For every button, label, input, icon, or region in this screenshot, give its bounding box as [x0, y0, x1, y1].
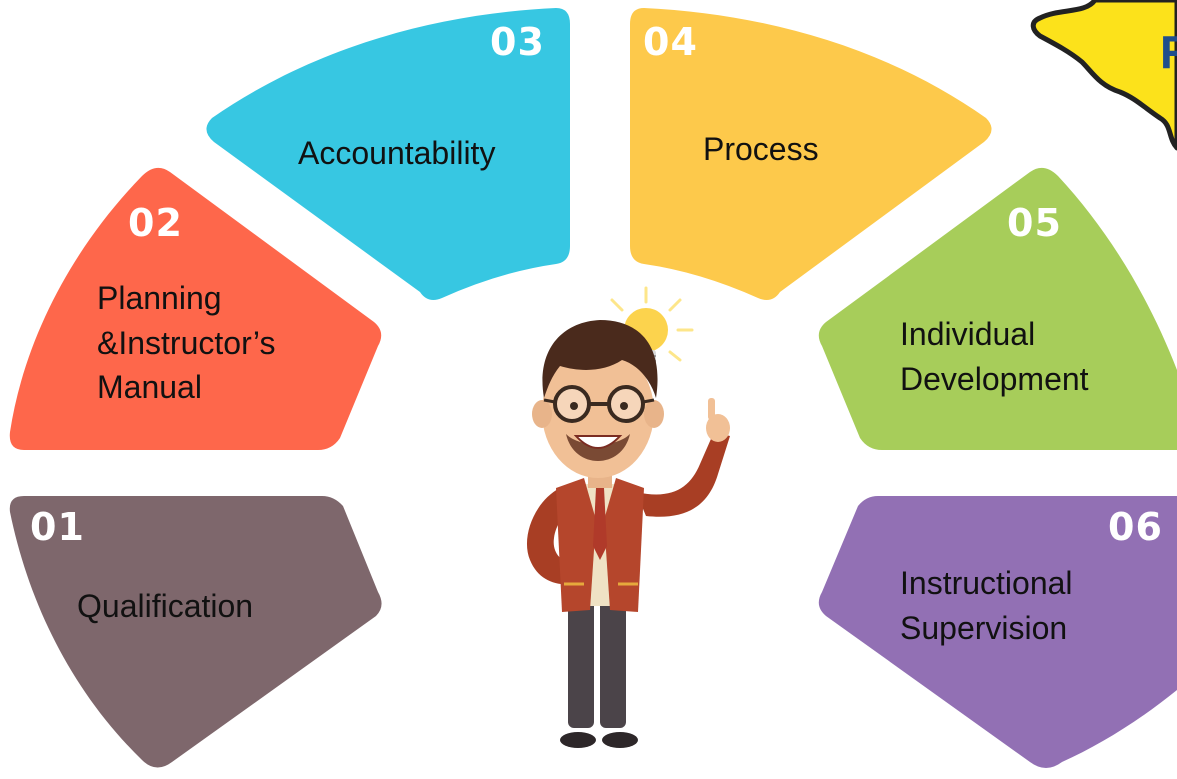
segment-06-shape: [818, 496, 1177, 768]
segment-05-label-line: Individual: [900, 316, 1035, 352]
segment-06-number: 06: [1108, 505, 1163, 549]
segment-06-label-line: Supervision: [900, 610, 1067, 646]
segment-02-number: 02: [128, 201, 183, 245]
segment-03-shape: [206, 8, 570, 300]
teacher-with-lightbulb-icon: [526, 286, 730, 748]
segment-04-shape: [630, 8, 992, 300]
segment-03-label-line: Accountability: [298, 135, 495, 171]
segment-06-label: Instructional Supervision: [900, 565, 1081, 646]
segment-02-label-line: Planning: [97, 280, 222, 316]
segment-02-label-line: Manual: [97, 369, 202, 405]
segment-03-number: 03: [490, 20, 545, 64]
segment-05-label-line: Development: [900, 361, 1089, 397]
segment-06-label-line: Instructional: [900, 565, 1073, 601]
segment-04: 04 Process: [630, 8, 992, 300]
segment-01: 01 Qualification: [9, 496, 382, 768]
segment-05-number: 05: [1007, 201, 1062, 245]
segment-05: 05 Individual Development: [818, 167, 1177, 451]
segment-04-label: Process: [703, 131, 819, 167]
segment-06: 06 Instructional Supervision: [818, 496, 1177, 768]
segment-04-number: 04: [643, 20, 698, 64]
segment-03: 03 Accountability: [206, 8, 570, 300]
segment-03-label: Accountability: [298, 135, 495, 171]
segment-05-label: Individual Development: [900, 316, 1089, 397]
segment-01-label: Qualification: [77, 588, 253, 624]
segment-05-shape: [818, 167, 1177, 451]
segment-01-shape: [9, 496, 382, 768]
sticker-burst-shape: [1030, 0, 1177, 151]
segment-02: 02 Planning &Instructor’s Manual: [9, 167, 382, 451]
segment-02-label-line: &Instructor’s: [97, 325, 275, 361]
segment-04-label-line: Process: [703, 131, 819, 167]
segment-02-label: Planning &Instructor’s Manual: [97, 280, 284, 405]
segment-01-label-line: Qualification: [77, 588, 253, 624]
corner-sticker: R: [1030, 0, 1177, 151]
segment-02-shape: [9, 167, 382, 451]
segment-01-number: 01: [30, 505, 85, 549]
sticker-letter: R: [1160, 26, 1177, 78]
